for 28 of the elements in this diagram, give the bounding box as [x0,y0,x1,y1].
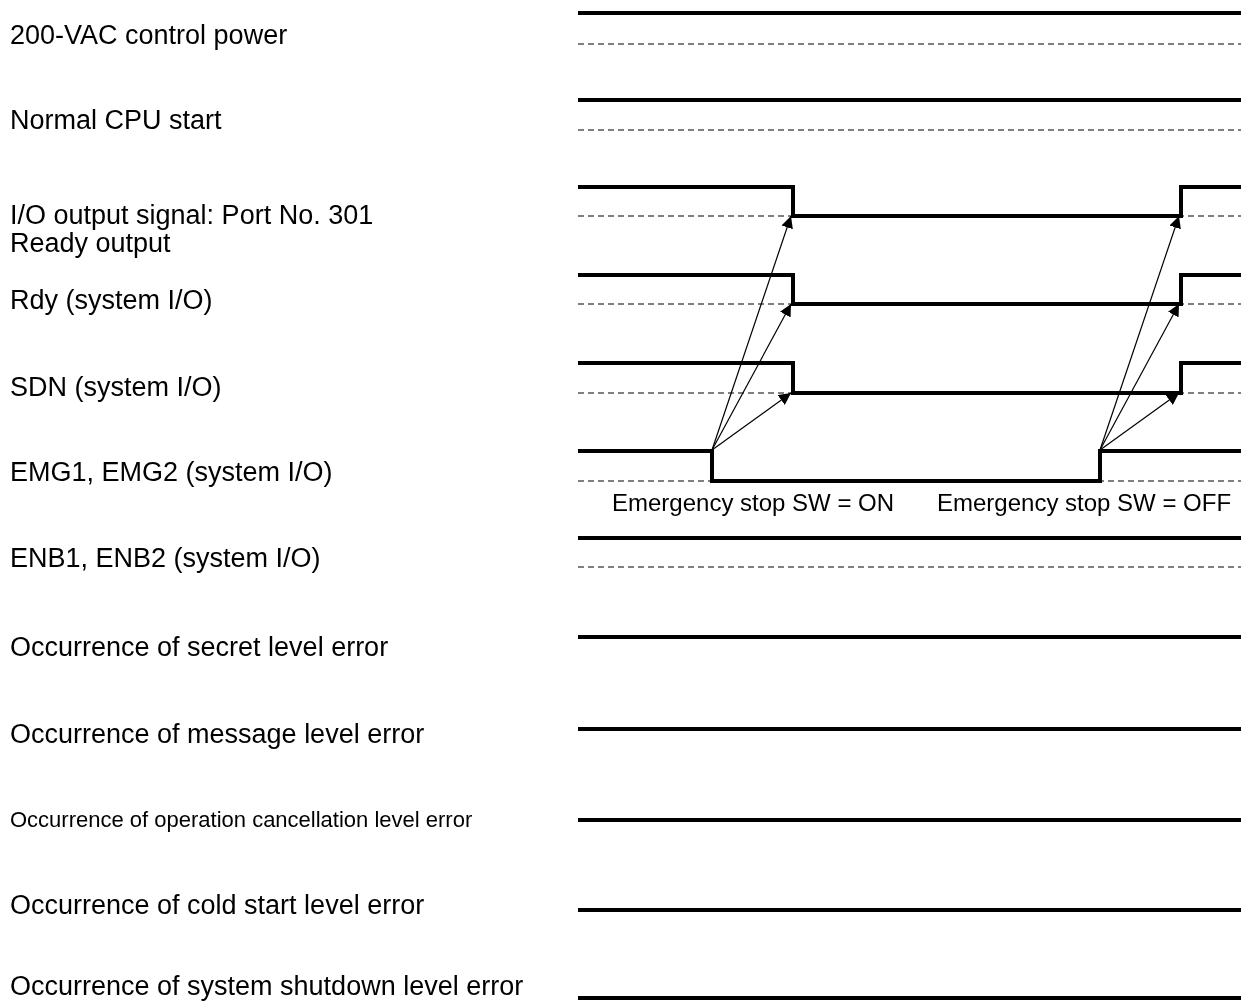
signal-transition [1179,185,1183,218]
event-label: Emergency stop SW = ON [612,490,895,516]
signal-name: Occurrence of cold start level error [10,891,425,920]
signal-name: Occurrence of secret level error [10,633,389,662]
arrow [711,392,792,451]
signal-name: ENB1, ENB2 (system I/O) [10,544,321,573]
signal-transition [791,273,795,306]
signal-name: EMG1, EMG2 (system I/O) [10,458,333,487]
event-label: Emergency stop SW = OFF [937,490,1232,516]
signal-name: SDN (system I/O) [10,373,222,402]
signal-name: I/O output signal: Port No. 301 Ready output [10,201,375,258]
arrow [1099,215,1181,451]
signal-name: Occurrence of operation cancellation level error [10,808,473,832]
signal-transition [1179,361,1183,395]
signal-name: Normal CPU start [10,106,222,135]
signal-transition [1098,449,1102,483]
arrow [1099,303,1180,451]
arrow [711,303,792,451]
signal-name: Occurrence of message level error [10,720,425,749]
signal-name: Rdy (system I/O) [10,286,213,315]
arrow [1099,392,1180,451]
arrow [711,215,793,451]
signal-name: 200-VAC control power [10,21,288,50]
signal-name: Occurrence of system shutdown level error [10,972,524,1001]
signal-transition [791,361,795,395]
signal-transition [1179,273,1183,306]
signal-transition [791,185,795,218]
signal-transition [710,449,714,483]
